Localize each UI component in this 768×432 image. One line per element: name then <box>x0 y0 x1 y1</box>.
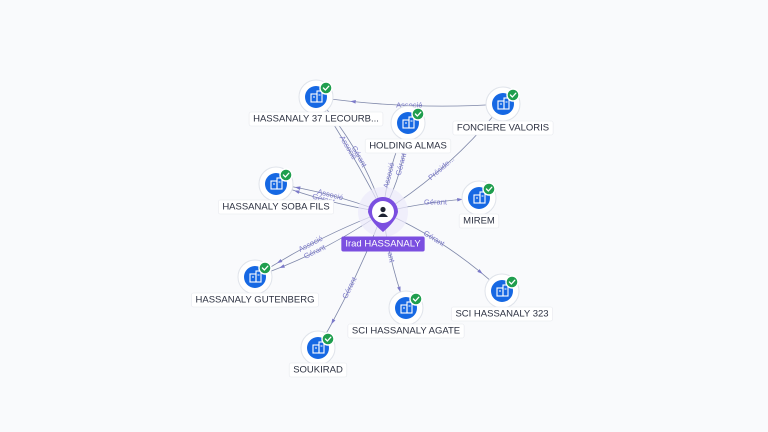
company-label-box <box>451 306 553 322</box>
company-icon <box>496 284 509 297</box>
edge-arrow-icon <box>477 269 483 274</box>
company-label-box <box>218 199 334 215</box>
company-icon <box>312 341 325 354</box>
verified-check-icon <box>319 81 333 95</box>
edge-label: Associé <box>396 100 422 109</box>
edge-arrow-icon <box>457 197 463 202</box>
edge-label: Gérant <box>340 275 359 300</box>
verified-check-icon <box>258 261 272 275</box>
edge-label: Préside... <box>426 154 456 182</box>
company-node-sci323[interactable]: SCI HASSANALY 323 <box>451 273 553 322</box>
edge-arrow-icon <box>294 186 301 190</box>
company-icon <box>400 301 413 314</box>
edge-arrow-icon <box>350 100 356 104</box>
company-label-box <box>288 362 348 378</box>
verified-check-icon <box>482 182 496 196</box>
edge-arrow-icon <box>279 264 285 268</box>
verified-check-icon <box>506 88 520 102</box>
company-icon <box>270 177 283 190</box>
company-icon <box>473 191 486 204</box>
graph-nodes: HASSANALY 37 LECOURB... HOLDING ALMAS FONC… <box>191 79 554 378</box>
edge-arrow-icon <box>276 258 283 264</box>
verified-check-icon <box>411 107 425 121</box>
person-icon <box>378 206 388 217</box>
center-person-name: Irad HASSANALY <box>345 239 421 250</box>
company-label-box <box>191 292 319 308</box>
company-label-box <box>364 138 452 154</box>
company-icon <box>402 116 415 129</box>
verified-check-icon <box>505 275 519 289</box>
edge-lecourbe-13: Associé <box>315 96 504 109</box>
company-name-label: SCI HASSANALY 323 <box>455 309 548 320</box>
company-icon <box>497 97 510 110</box>
edge-arrow-icon <box>397 286 401 293</box>
edge-label: Gérant <box>422 229 447 249</box>
verified-check-icon <box>409 292 423 306</box>
edge-label: Gérant <box>424 197 448 206</box>
company-node-soba[interactable]: HASSANALY SOBA FILS <box>218 166 334 215</box>
center-person-node[interactable]: Irad HASSANALY <box>341 187 425 252</box>
company-label-box <box>458 213 500 229</box>
company-name-label: HASSANALY SOBA FILS <box>222 202 329 213</box>
company-label-box <box>248 111 384 127</box>
company-node-almas[interactable]: HOLDING ALMAS <box>364 105 452 154</box>
company-name-label: HASSANALY GUTENBERG <box>196 295 315 306</box>
company-icon <box>310 90 323 103</box>
company-icon <box>249 270 262 283</box>
company-name-label: SOUKIRAD <box>293 365 343 376</box>
company-name-label: HOLDING ALMAS <box>369 141 447 152</box>
verified-check-icon <box>321 332 335 346</box>
company-name-label: FONCIERE VALORIS <box>457 123 549 134</box>
company-label-box <box>347 323 465 339</box>
edge-arrow-icon <box>331 318 336 325</box>
company-node-mirem[interactable]: MIREM <box>458 180 500 229</box>
company-node-gutenberg[interactable]: HASSANALY GUTENBERG <box>191 259 319 308</box>
center-label-box <box>341 236 425 252</box>
company-name-label: SCI HASSANALY AGATE <box>352 326 460 337</box>
company-node-soukirad[interactable]: SOUKIRAD <box>288 330 348 378</box>
company-label-box <box>452 120 554 136</box>
company-name-label: MIREM <box>463 216 495 227</box>
company-node-lecourbe[interactable]: HASSANALY 37 LECOURB... <box>248 79 384 127</box>
company-node-agate[interactable]: SCI HASSANALY AGATE <box>347 290 465 339</box>
verified-check-icon <box>279 168 293 182</box>
company-node-valoris[interactable]: FONCIERE VALORIS <box>452 86 554 136</box>
edge-arrow-icon <box>294 190 300 194</box>
company-name-label: HASSANALY 37 LECOURB... <box>253 114 379 125</box>
